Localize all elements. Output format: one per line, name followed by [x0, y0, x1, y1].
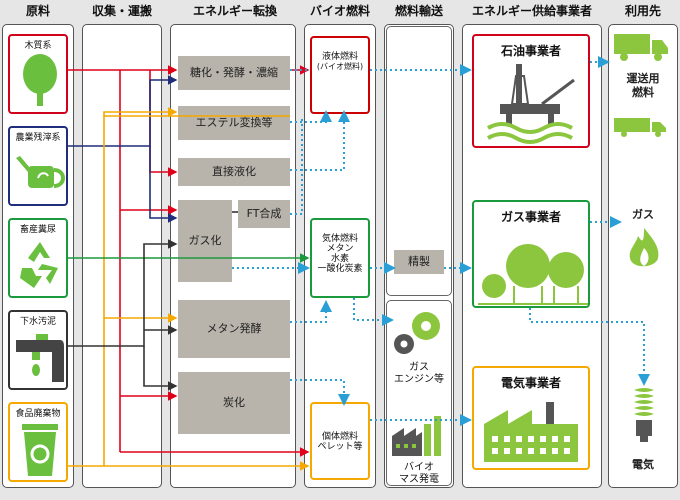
use-transport-line-2: 燃料 [632, 86, 654, 99]
source-label: 木質系 [24, 41, 52, 51]
use-transport-label: 運送用 燃料 [612, 72, 674, 100]
fuel-gas: 気体燃料 メタン 水素 一酸化炭素 [310, 218, 370, 298]
biomass-power-line-2: マス発電 [399, 474, 439, 485]
fuel-gas-line-4: 一酸化炭素 [317, 264, 363, 274]
header-biofuel: バイオ燃料 [309, 4, 370, 18]
header-collect: 収集・運搬 [91, 4, 152, 18]
fuel-liquid: 液体燃料 (バイオ燃料) [310, 36, 370, 114]
header-use: 利用先 [624, 4, 661, 18]
oil-rig-icon [487, 64, 575, 144]
source-food: 食品廃棄物 [8, 402, 68, 482]
supplier-power: 電気事業者 [472, 366, 590, 470]
source-label: 畜産糞尿 [19, 225, 56, 235]
header-convert: エネルギー転換 [192, 4, 277, 18]
refine-box: 精製 [394, 250, 444, 274]
process-carbonization: 炭化 [178, 372, 290, 434]
header-supplier: エネルギー供給事業者 [471, 4, 592, 18]
trash-bin-icon [22, 424, 58, 476]
source-sewage: 下水汚泥 [8, 310, 68, 390]
fuel-liquid-line-1: 液体燃料 [321, 52, 358, 62]
fuel-gas-line-2: メタン [326, 244, 354, 254]
source-agri: 農業残滓系 [8, 126, 68, 206]
supplier-oil-title: 石油事業者 [500, 44, 561, 58]
source-label: 下水汚泥 [19, 317, 56, 327]
factory-icon [484, 402, 578, 462]
pipe-icon [16, 334, 64, 382]
biomass-power-label: バイオ マス発電 [386, 462, 452, 486]
source-livestock: 畜産糞尿 [8, 218, 68, 298]
flame-icon [629, 228, 659, 267]
use-transport-line-1: 運送用 [626, 72, 660, 85]
source-wood: 木質系 [8, 34, 68, 114]
source-label: 食品廃棄物 [15, 409, 61, 419]
tree-icon [23, 54, 57, 106]
fuel-solid: 個体燃料 ペレット等 [310, 402, 370, 480]
process-esterification: エステル変換等 [178, 106, 290, 140]
biomass-power-line-1: バイオ [404, 462, 434, 473]
fuel-solid-line-1: 個体燃料 [321, 432, 358, 442]
supplier-power-title: 電気事業者 [500, 376, 561, 390]
supplier-gas: ガス事業者 [472, 200, 590, 308]
process-direct-liquefaction: 直接液化 [178, 158, 290, 186]
gears-icon [394, 312, 440, 354]
source-label: 農業残滓系 [15, 133, 61, 143]
truck-icon [614, 34, 668, 61]
process-saccharification: 糖化・発酵・濃縮 [178, 56, 290, 90]
fuel-solid-line-2: ペレット等 [317, 442, 363, 452]
recycle-icon [20, 242, 58, 288]
power-plant-icon [392, 416, 441, 456]
process-methane-fermentation: メタン発酵 [178, 300, 290, 358]
header-raw: 原料 [25, 4, 50, 18]
process-ft-synthesis: FT合成 [238, 200, 290, 228]
gas-engine-line-1: ガス [409, 362, 429, 373]
supplier-gas-title: ガス事業者 [500, 210, 561, 224]
gas-engine-label: ガス エンジン等 [386, 362, 452, 386]
supplier-oil: 石油事業者 [472, 34, 590, 148]
use-gas-label: ガス [632, 208, 654, 221]
gas-engine-line-2: エンジン等 [394, 374, 444, 385]
fuel-gas-line-3: 水素 [330, 254, 349, 264]
watering-can-icon [16, 156, 65, 188]
fuel-liquid-line-2: (バイオ燃料) [316, 62, 364, 71]
gas-tanks-icon [478, 244, 588, 305]
fuel-gas-line-1: 気体燃料 [321, 234, 358, 244]
light-bulb-icon [634, 388, 654, 442]
use-power-label: 電気 [632, 458, 654, 471]
header-transport: 燃料輸送 [394, 4, 443, 18]
column-collect [82, 24, 162, 488]
process-gasification: ガス化 [178, 200, 232, 282]
small-truck-icon [614, 118, 666, 137]
